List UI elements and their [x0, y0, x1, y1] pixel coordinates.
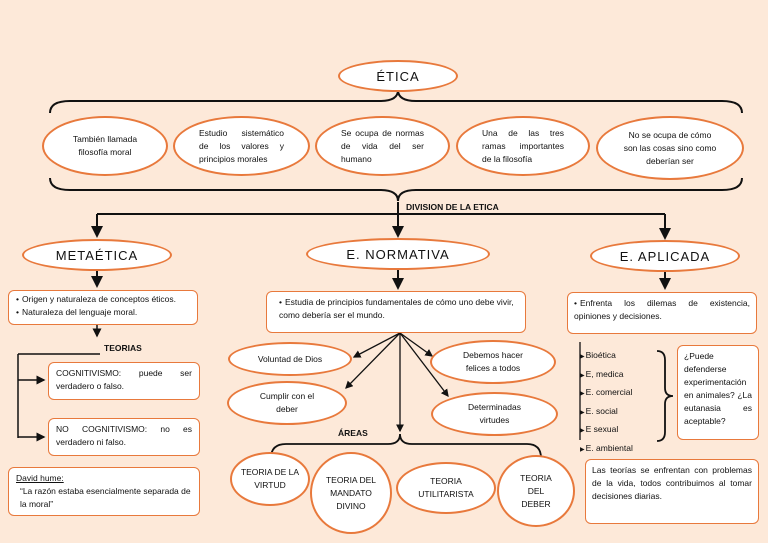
normativa-item-text: Voluntad de Dios — [257, 353, 323, 364]
normativa-item: Cumplir con el deber — [227, 381, 347, 425]
definition-node: Estudio sistemático de los valores y pri… — [173, 116, 310, 176]
area-node: TEORIA DEL MANDATO DIVINO — [310, 452, 392, 534]
cognitivismo-box: COGNITIVISMO: puede ser verdadero o fals… — [48, 362, 200, 400]
etica-title: ÉTICA — [338, 60, 458, 92]
aplicada-fields: Bioética E, medica E. comercial E. socia… — [580, 347, 633, 458]
etica-title-text: ÉTICA — [376, 68, 420, 84]
normativa-description: Estudia de principios fundamentales de c… — [266, 291, 526, 333]
definition-node: También llamada filosofía moral — [42, 116, 168, 176]
question-box: ¿Puede defenderse experimentación en ani… — [677, 345, 759, 440]
hume-box: David hume: “La razón estaba esencialmen… — [8, 467, 200, 516]
hume-quote: “La razón estaba esencialmente separada … — [20, 486, 191, 509]
definition-text: No se ocupa de cómo son las cosas sino c… — [623, 129, 717, 166]
field-item: E, medica — [580, 366, 633, 385]
areas-label: ÁREAS — [338, 428, 368, 438]
normativa-item: Voluntad de Dios — [228, 342, 352, 376]
normativa-bullet: Estudia de principios fundamentales de c… — [279, 296, 517, 322]
teorias-label: TEORIAS — [104, 343, 142, 353]
aplicada-description: Enfrenta los dilemas de existencia, opin… — [567, 292, 757, 334]
area-text: TEORIA DE LA VIRTUD — [240, 467, 300, 490]
area-node: TEORIA UTILITARISTA — [396, 462, 496, 514]
metaetica-title-text: METAÉTICA — [55, 247, 139, 263]
definition-text: Una de las tres ramas importantes de la … — [482, 127, 564, 164]
field-item: E. social — [580, 403, 633, 422]
aplicada-title: E. APLICADA — [590, 240, 740, 272]
metaetica-description: Origen y naturaleza de conceptos éticos.… — [8, 290, 198, 325]
area-text: TEORIA DEL DEBER — [520, 472, 552, 509]
definition-node: No se ocupa de cómo son las cosas sino c… — [596, 116, 744, 180]
definition-text: También llamada filosofía moral — [72, 134, 138, 157]
aplicada-title-text: E. APLICADA — [619, 248, 711, 264]
field-item: E. comercial — [580, 384, 633, 403]
area-text: TEORIA UTILITARISTA — [418, 476, 474, 499]
metaetica-bullet: Origen y naturaleza de conceptos éticos. — [16, 293, 190, 306]
field-item: Bioética — [580, 347, 633, 366]
aplicada-note: Las teorías se enfrentan con problemas d… — [585, 459, 759, 524]
division-label: DIVISION DE LA ETICA — [406, 202, 499, 212]
definition-text: Estudio sistemático de los valores y pri… — [199, 127, 284, 164]
normativa-item: Determinadas virtudes — [431, 392, 558, 436]
no-cognitivismo-box: NO COGNITIVISMO: no es verdadero ni fals… — [48, 418, 200, 456]
area-node: TEORIA DE LA VIRTUD — [230, 452, 310, 506]
field-item: E. ambiental — [580, 440, 633, 459]
normativa-item: Debemos hacer felices a todos — [430, 340, 556, 384]
field-item: E sexual — [580, 421, 633, 440]
hume-name: David hume: — [16, 473, 64, 483]
definition-node: Se ocupa de normas de vida del ser human… — [315, 116, 450, 176]
normativa-title: E. NORMATIVA — [306, 238, 490, 270]
normativa-item-text: Debemos hacer felices a todos — [462, 350, 523, 373]
definition-text: Se ocupa de normas de vida del ser human… — [341, 127, 424, 164]
definition-node: Una de las tres ramas importantes de la … — [456, 116, 590, 176]
area-text: TEORIA DEL MANDATO DIVINO — [325, 474, 377, 511]
normativa-item-text: Cumplir con el deber — [259, 391, 315, 414]
normativa-title-text: E. NORMATIVA — [346, 246, 450, 262]
normativa-item-text: Determinadas virtudes — [468, 402, 521, 425]
metaetica-title: METAÉTICA — [22, 239, 172, 271]
area-node: TEORIA DEL DEBER — [497, 455, 575, 527]
aplicada-bullet: Enfrenta los dilemas de existencia, opin… — [574, 297, 750, 323]
metaetica-bullet: Naturaleza del lenguaje moral. — [16, 306, 190, 319]
